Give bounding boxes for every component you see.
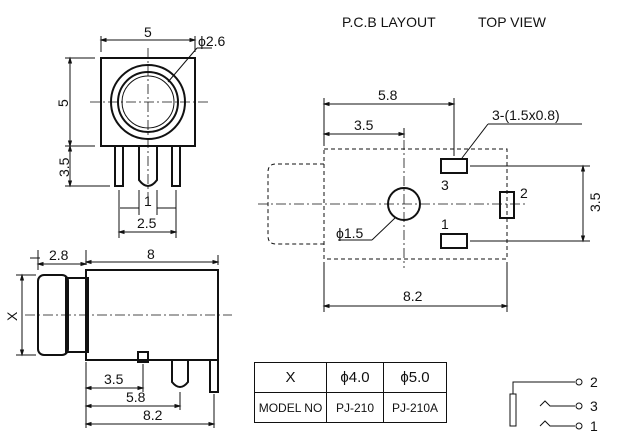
pcb-height-dim: 3.5 — [587, 192, 603, 212]
side-nose-dim: 2.8 — [49, 247, 69, 263]
front-height-dim: 5 — [55, 99, 71, 107]
table-cell-model1: PJ-210 — [326, 392, 384, 423]
table-cell-model-label: MODEL NO — [254, 392, 327, 423]
schematic-pin-3: 3 — [590, 398, 598, 414]
header-view: TOP VIEW — [478, 14, 547, 30]
front-view — [65, 36, 212, 238]
table-cell-model2: PJ-210A — [383, 392, 447, 423]
front-pin-height-dim: 3.5 — [56, 157, 72, 177]
pcb-pin-2: 2 — [520, 185, 528, 201]
pcb-hole-dim: ϕ1.5 — [336, 225, 364, 241]
side-pin2-dim: 5.8 — [126, 389, 146, 405]
pcb-pad-label: 3-(1.5x0.8) — [492, 107, 560, 123]
side-pin-offset-dim: 3.5 — [104, 371, 124, 387]
table-cell-dia1: ϕ4.0 — [326, 362, 384, 393]
front-hole-dim: ϕ2.6 — [198, 33, 226, 49]
pcb-layout — [258, 98, 590, 312]
side-x-label: X — [4, 311, 20, 321]
table-row: MODEL NO PJ-210 PJ-210A — [254, 392, 447, 423]
front-width-dim: 5 — [144, 24, 152, 40]
model-table: X ϕ4.0 ϕ5.0 MODEL NO PJ-210 PJ-210A — [254, 362, 447, 423]
pcb-mid-dim: 3.5 — [354, 117, 374, 133]
front-pin-width-dim: 1 — [144, 193, 152, 209]
side-body-dim: 8 — [147, 246, 155, 262]
schematic-pin-1: 1 — [590, 418, 598, 434]
schematic-symbol — [509, 378, 583, 430]
pcb-top-dim: 5.8 — [378, 87, 398, 103]
front-pin-spacing-dim: 2.5 — [137, 215, 157, 231]
pcb-total-dim: 8.2 — [403, 288, 423, 304]
header-title: P.C.B LAYOUT — [342, 14, 436, 30]
table-cell-dia2: ϕ5.0 — [383, 362, 447, 393]
pcb-pin-1: 1 — [441, 216, 449, 232]
pcb-pin-3: 3 — [441, 177, 449, 193]
table-row: X ϕ4.0 ϕ5.0 — [254, 362, 447, 393]
table-cell-x: X — [254, 362, 327, 393]
schematic-pin-2: 2 — [590, 374, 598, 390]
side-total-dim: 8.2 — [143, 407, 163, 423]
side-view — [16, 250, 232, 428]
